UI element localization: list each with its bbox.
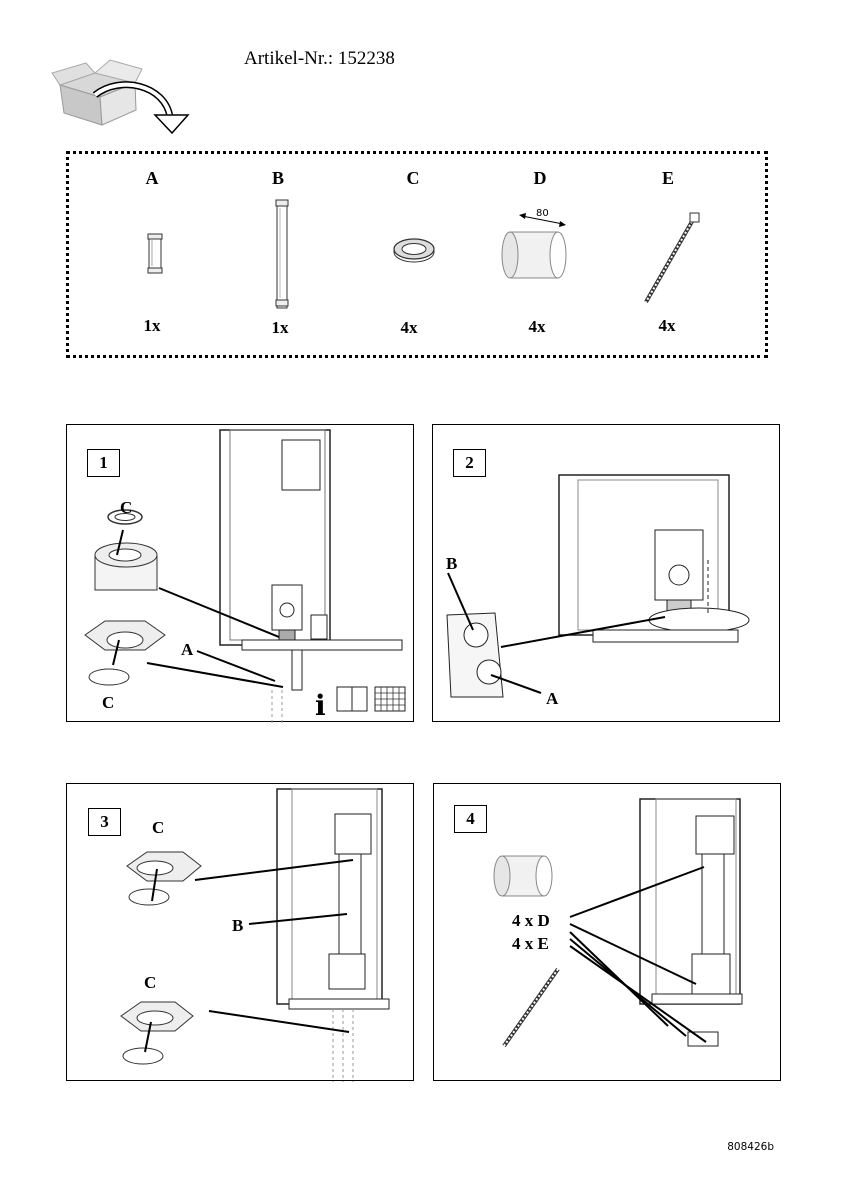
long-pipe-icon: [268, 196, 298, 311]
part-qty-d: 4x: [528, 317, 546, 336]
label-c: C: [144, 973, 157, 992]
part-letter-e: E: [661, 168, 674, 188]
label-a: A: [181, 640, 194, 659]
label-4x-e: 4 x E: [512, 934, 549, 953]
part-letter-c: C: [406, 168, 420, 188]
step-4-panel: 4 4 x D 4 x E: [433, 783, 781, 1081]
label-4x-d: 4 x D: [512, 911, 550, 930]
part-qty-a: 1x: [143, 316, 161, 335]
step-4-number: 4: [454, 805, 487, 833]
part-letter-b: B: [271, 168, 284, 188]
part-qty-b: 1x: [271, 318, 289, 337]
step-3-panel: 3 C B C: [66, 783, 414, 1082]
article-number: Artikel-Nr.: 152238: [244, 48, 395, 69]
part-qty-e: 4x: [658, 316, 676, 335]
box-icon: [50, 55, 190, 140]
label-b: B: [232, 916, 244, 935]
dimension-label: 80: [536, 208, 549, 219]
cable-tie-icon: [636, 210, 706, 310]
part-letter-a: A: [145, 168, 159, 188]
label-c: C: [102, 693, 115, 712]
insulation-sleeve-icon: 80: [500, 200, 580, 290]
part-letter-d: D: [533, 168, 547, 188]
short-pipe-nipple-icon: [140, 228, 170, 278]
document-code: 808426b: [727, 1141, 774, 1153]
label-a: A: [546, 689, 559, 708]
step-2-number: 2: [453, 449, 486, 477]
label-b: B: [446, 554, 458, 573]
step-1-panel: i 1 C A C: [66, 424, 414, 723]
info-symbol-text: i: [315, 689, 326, 722]
label-c: C: [152, 818, 165, 837]
step-3-number: 3: [88, 808, 121, 836]
part-qty-c: 4x: [400, 318, 418, 337]
parts-list-box: [66, 151, 768, 358]
step-1-number: 1: [87, 449, 120, 477]
step-2-panel: 2 B A: [432, 424, 780, 722]
sealing-ring-icon: [390, 236, 440, 266]
label-c: C: [120, 498, 133, 517]
